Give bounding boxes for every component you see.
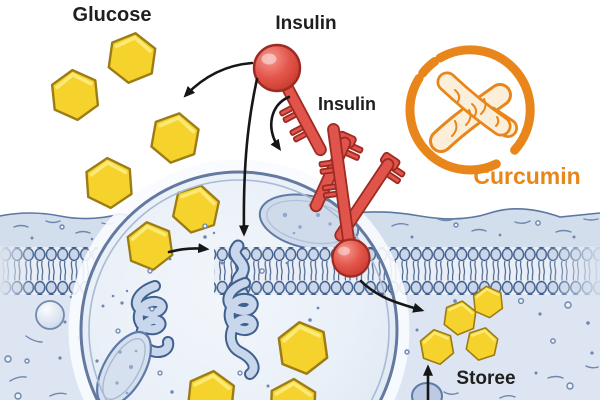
cell-texture: [95, 223, 320, 394]
insulin-ball: [331, 238, 371, 278]
labels: Glucose Insulin Insulin Curcumin Storee: [73, 4, 581, 389]
insulin-receptor: [309, 123, 406, 278]
glucose-label: Glucose: [73, 4, 152, 26]
cell-outline: [79, 170, 399, 400]
cell-halo: [68, 159, 410, 400]
free-insulin-key: [252, 43, 327, 157]
lipid-bilayer: [214, 247, 600, 295]
tissue-edge-right: [345, 208, 600, 220]
curcumin-logo: [405, 45, 535, 175]
stored-label: Storee: [456, 368, 515, 389]
mitochondrion-left: [96, 331, 152, 400]
insulin-ball: [252, 43, 302, 93]
curcumin-ring: [405, 45, 535, 175]
vesicle-bubble: [35, 300, 65, 330]
arrows: [167, 61, 434, 400]
arrow-insulin-binding: [270, 95, 291, 151]
insulin-label-top: Insulin: [275, 13, 336, 34]
curcumin-label: Curcumin: [473, 163, 580, 189]
insulin-label-receptor: Insulin: [318, 94, 376, 114]
arrow-insulin-to-glucose: [183, 61, 254, 98]
arrow-receptor-to-storage: [359, 279, 425, 313]
tissue-edge-left: [0, 212, 133, 220]
arrow-insulin-to-membrane: [238, 77, 259, 237]
cell-membrane-main: [214, 246, 600, 296]
turmeric-root-icon: [429, 71, 518, 153]
arrow-glucose-entry: [167, 243, 210, 254]
glut-channel-protein: [228, 239, 250, 306]
